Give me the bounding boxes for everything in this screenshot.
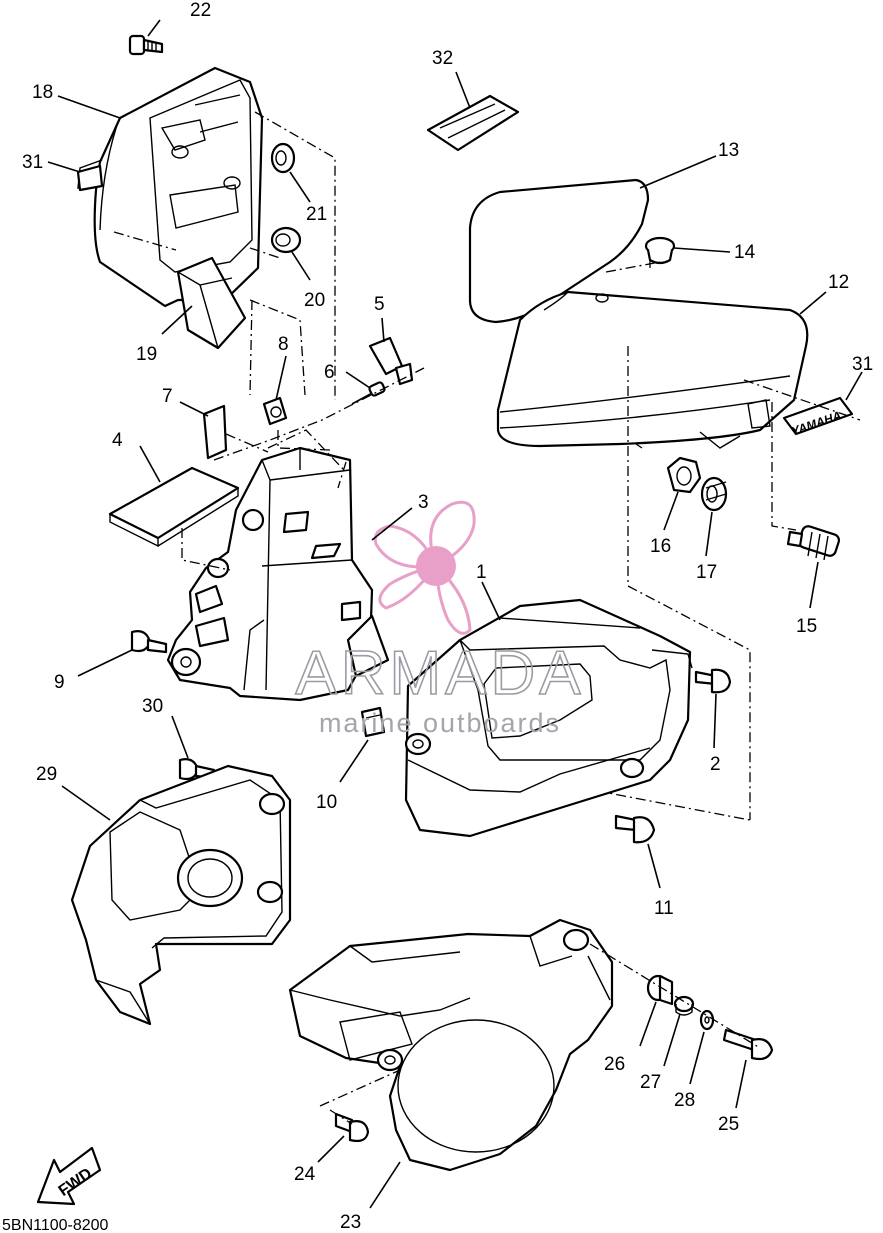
part-22-screw xyxy=(128,34,164,56)
part-11-bolt xyxy=(614,814,656,844)
callout-20: 20 xyxy=(304,290,325,311)
callout-19: 19 xyxy=(136,344,157,365)
callout-18: 18 xyxy=(32,82,53,103)
callout-25: 25 xyxy=(718,1114,739,1135)
callout-6: 6 xyxy=(324,362,335,383)
callout-2: 2 xyxy=(710,754,721,775)
callout-8: 8 xyxy=(278,334,289,355)
callout-26: 26 xyxy=(604,1054,625,1075)
callout-5: 5 xyxy=(374,294,385,315)
callout-23: 23 xyxy=(340,1212,361,1233)
callout-14: 14 xyxy=(734,242,756,263)
callout-15: 15 xyxy=(796,616,817,637)
part-9-bolt xyxy=(130,630,168,654)
callout-labels: 22 18 31 21 20 19 32 13 14 12 31 16 17 1… xyxy=(22,0,873,1233)
part-32-tag xyxy=(426,94,520,152)
part-17-grommet xyxy=(700,476,728,512)
part-18-cover xyxy=(77,66,264,308)
part-27-collar xyxy=(673,995,695,1016)
assembly-line-bottom xyxy=(319,943,761,1125)
part-4-pad xyxy=(108,466,240,548)
part-13-panel xyxy=(468,178,650,324)
callout-29: 29 xyxy=(36,764,57,785)
part-28-washer xyxy=(699,1009,715,1031)
callout-11: 11 xyxy=(654,898,674,919)
callout-4: 4 xyxy=(112,430,123,451)
callout-9: 9 xyxy=(54,672,65,693)
propeller-logo xyxy=(373,500,476,635)
callout-32: 32 xyxy=(432,48,453,69)
part-15-fitting xyxy=(786,525,841,561)
part-25-bolt xyxy=(722,1028,774,1061)
callout-13: 13 xyxy=(718,140,739,161)
callout-22: 22 xyxy=(190,0,211,21)
callout-28: 28 xyxy=(674,1090,695,1111)
callout-31-left: 31 xyxy=(22,152,43,173)
part-31-badge-right: YAMAHA xyxy=(782,396,854,438)
watermark-title: ARMADA xyxy=(295,639,584,708)
part-31-decal-left xyxy=(76,164,104,192)
callout-30: 30 xyxy=(142,696,163,717)
part-29-cover xyxy=(70,764,292,1026)
callout-17: 17 xyxy=(696,562,717,583)
part-16-nut xyxy=(666,456,702,494)
part-21-grommet xyxy=(270,142,296,174)
diagram-code: 5BN1100-8200 xyxy=(2,1217,109,1233)
part-8-clip xyxy=(262,396,288,426)
callout-12: 12 xyxy=(828,272,849,293)
assembly-line-center xyxy=(181,367,425,571)
callout-1: 1 xyxy=(476,562,487,583)
callout-3: 3 xyxy=(418,492,429,513)
callout-21: 21 xyxy=(306,204,327,225)
part-20-grommet xyxy=(270,226,302,254)
part-23-housing xyxy=(288,918,614,1172)
callout-24: 24 xyxy=(294,1164,316,1185)
callout-31-right: 31 xyxy=(852,354,873,375)
assembly-line-upper-left xyxy=(113,111,336,400)
part-26-spacer xyxy=(646,974,674,1006)
part-6-pin xyxy=(351,381,386,405)
watermark: ARMADA marine outboards xyxy=(295,500,584,738)
leader-lines xyxy=(47,19,863,1209)
fwd-arrow: FWD xyxy=(36,1146,102,1206)
part-12-side-cover xyxy=(496,290,809,449)
part-24-bolt xyxy=(334,1112,370,1143)
part-14-grommet xyxy=(644,236,676,265)
part-1-cover xyxy=(404,598,693,838)
part-7-pad xyxy=(202,404,228,460)
callout-10: 10 xyxy=(316,792,337,813)
part-19-foam xyxy=(176,256,247,350)
part-2-bolt xyxy=(694,668,732,694)
callout-27: 27 xyxy=(640,1072,661,1093)
watermark-subtitle: marine outboards xyxy=(319,708,561,738)
assembly-line-right xyxy=(519,260,861,821)
callout-16: 16 xyxy=(650,536,671,557)
callout-7: 7 xyxy=(162,386,173,407)
part-10-clip xyxy=(360,706,386,738)
